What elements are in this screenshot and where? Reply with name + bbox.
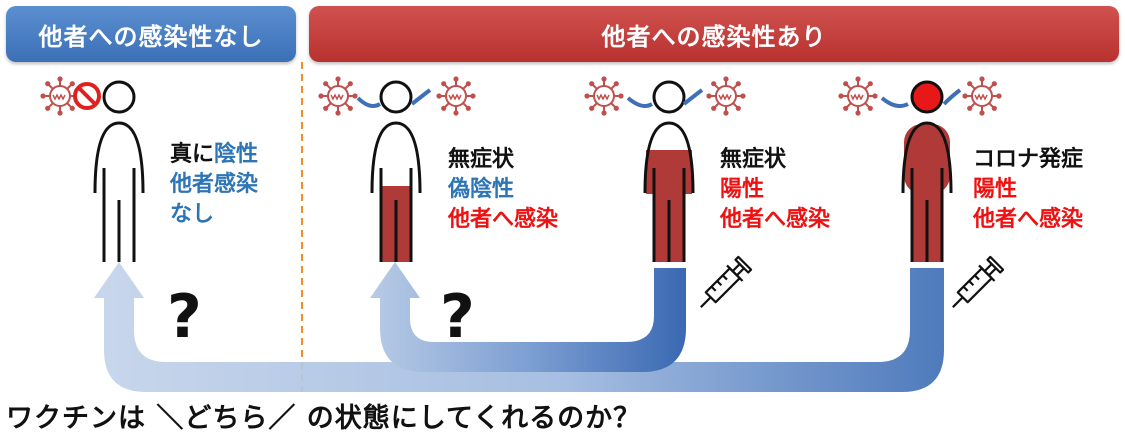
figure-label-false-negative: 無症状偽陰性他者へ感染: [448, 145, 558, 235]
label-text: 無症状: [448, 147, 515, 172]
label-line: 陽性: [973, 175, 1083, 205]
label-line: コロナ発症: [973, 145, 1083, 175]
question-mark: ?: [440, 282, 475, 352]
label-text: 他者感染: [170, 172, 259, 197]
label-text: なし: [170, 202, 215, 227]
transmission-arrow-out: [682, 88, 704, 106]
label-text: 他者へ感染: [720, 207, 831, 232]
label-text: 陰性: [214, 142, 259, 167]
figure-label-asymptomatic: 無症状陽性他者へ感染: [720, 145, 830, 235]
virus-icon: [962, 76, 1002, 116]
transmission-arrow-in: [356, 96, 382, 108]
label-line: 偽陰性: [448, 175, 558, 205]
transmission-arrow-out: [942, 88, 962, 106]
label-text: 真に: [170, 142, 215, 167]
label-text: 陽性: [973, 177, 1018, 202]
virus-icon: [436, 76, 476, 116]
person-figure-negative: [93, 80, 145, 262]
label-line: 他者へ感染: [720, 205, 830, 235]
label-text: コロナ発症: [973, 147, 1084, 172]
person-figure-symptomatic: [901, 80, 953, 262]
label-line: 無症状: [448, 145, 558, 175]
label-text: 他者へ感染: [973, 207, 1084, 232]
person-figure-false-negative: [370, 80, 422, 262]
banner-no-infectivity: 他者への感染性なし: [6, 6, 296, 62]
syringe-icon: [944, 254, 1006, 316]
question-mark: ?: [167, 282, 202, 352]
label-line: 他者へ感染: [448, 205, 558, 235]
virus-icon: [584, 76, 624, 116]
transmission-arrow-in: [880, 96, 909, 108]
bottom-question: ワクチンは ＼どちら／ の状態にしてくれるのか？: [6, 403, 642, 434]
return-arrow-short: [370, 262, 686, 372]
label-text: 陽性: [720, 177, 765, 202]
label-line: 真に陰性: [170, 140, 258, 170]
figure-label-negative: 真に陰性他者感染なし: [170, 140, 258, 230]
virus-icon: [706, 76, 746, 116]
label-line: 他者へ感染: [973, 205, 1083, 235]
virus-icon: [318, 76, 358, 116]
label-text: 偽陰性: [448, 177, 515, 202]
syringe-icon: [692, 254, 754, 316]
person-figure-asymptomatic-positive: [643, 80, 695, 262]
label-text: 他者へ感染: [448, 207, 559, 232]
return-arrow-long: [94, 262, 944, 392]
transmission-arrow-out: [410, 88, 432, 106]
label-text: 無症状: [720, 147, 787, 172]
label-line: 他者感染: [170, 170, 258, 200]
banner-infectivity: 他者への感染性あり: [309, 6, 1119, 62]
transmission-arrow-in: [626, 96, 654, 108]
label-line: なし: [170, 200, 258, 230]
label-line: 陽性: [720, 175, 830, 205]
prohibited-icon: [73, 82, 101, 110]
virus-icon: [838, 76, 878, 116]
label-line: 無症状: [720, 145, 830, 175]
figure-label-symptomatic: コロナ発症陽性他者へ感染: [973, 145, 1083, 235]
